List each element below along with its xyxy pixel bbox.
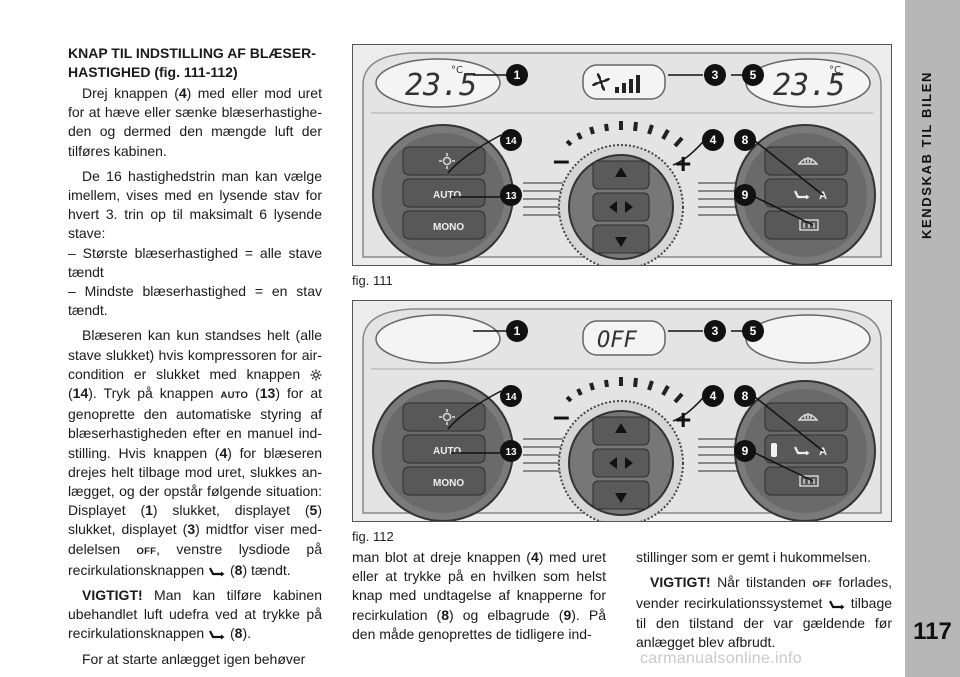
middle-text-column: man blot at dreje knappen (4) med uret e… bbox=[352, 548, 606, 644]
recirculation-icon bbox=[828, 600, 845, 610]
minus-label: – bbox=[553, 144, 570, 177]
minus-label: – bbox=[553, 400, 570, 433]
recirculation-led bbox=[771, 443, 777, 457]
auto-button-label: AUTO bbox=[433, 190, 461, 201]
figure-112-climate-panel: OFF AUTO MONO – + bbox=[352, 300, 892, 522]
left-temperature-display: 23.5 bbox=[405, 68, 477, 103]
callout-5: 5 bbox=[750, 68, 757, 82]
recirculation-icon bbox=[794, 190, 810, 200]
mono-button-label: MONO bbox=[433, 222, 464, 233]
callout-9: 9 bbox=[742, 444, 749, 458]
airflow-arrow-icon bbox=[609, 423, 633, 503]
sun-ac-icon bbox=[439, 409, 455, 425]
list-item-min: – Mindste blæserhastighed = en stav tænd… bbox=[68, 283, 322, 319]
recirculation-auto-label: A bbox=[819, 446, 827, 458]
paragraph-important: VIGTIGT! Man kan tilføre kabinen ubehand… bbox=[68, 587, 322, 642]
vent-grille-left bbox=[523, 182, 563, 216]
callout-3: 3 bbox=[712, 324, 719, 338]
callout-14: 14 bbox=[505, 136, 517, 147]
callout-13: 13 bbox=[505, 191, 517, 202]
vent-grille-right bbox=[698, 182, 738, 216]
climate-panel-illustration: 23.5 °C 23.5 °C AUTO MONO bbox=[362, 52, 882, 265]
left-text-column: KNAP TIL INDSTILLING AF BLÆSER- HASTIGHE… bbox=[68, 44, 322, 675]
paragraph-important-off: VIGTIGT! Når tilstanden OFF forlades, ve… bbox=[636, 574, 893, 650]
fan-speed-bars bbox=[615, 75, 640, 93]
windscreen-defrost-icon bbox=[797, 413, 819, 421]
fan-icon bbox=[592, 73, 610, 91]
right-unit: °C bbox=[829, 65, 841, 76]
callout-14: 14 bbox=[505, 392, 517, 403]
page-number: 117 bbox=[913, 618, 952, 645]
recirculation-icon bbox=[794, 446, 810, 456]
vent-grille-right bbox=[698, 438, 738, 472]
airflow-arrow-icon bbox=[609, 167, 633, 247]
climate-panel-off-illustration: OFF AUTO MONO – + bbox=[362, 308, 882, 521]
callout-1: 1 bbox=[514, 68, 521, 82]
callout-4: 4 bbox=[710, 133, 717, 147]
callout-13: 13 bbox=[505, 447, 517, 458]
figure-112-caption: fig. 112 bbox=[352, 529, 394, 544]
callout-1: 1 bbox=[514, 324, 521, 338]
center-off-display: OFF bbox=[597, 328, 637, 353]
list-item-max: – Største blæserhastighed = alle stave t… bbox=[68, 244, 322, 280]
paragraph-restart-continued: man blot at dreje knappen (4) med uret e… bbox=[352, 549, 606, 642]
paragraph-fan-knob: Drej knappen (4) med eller mod uret for … bbox=[68, 85, 322, 159]
recirculation-icon bbox=[209, 630, 225, 640]
recirculation-auto-label: A bbox=[819, 190, 827, 202]
paragraph-speed-steps: De 16 hastighedstrin man kan vælge imell… bbox=[68, 167, 322, 242]
paragraph-memory: stillinger som er gemt i hukommelsen. bbox=[636, 549, 871, 565]
callout-8: 8 bbox=[742, 389, 749, 403]
rear-defrost-icon bbox=[799, 219, 819, 231]
callout-3: 3 bbox=[712, 68, 719, 82]
section-tab: KENDSKAB TIL BILEN 117 bbox=[905, 0, 960, 677]
figure-111-caption: fig. 111 bbox=[352, 273, 393, 288]
left-unit: °C bbox=[451, 65, 463, 76]
auto-button-label: AUTO bbox=[433, 446, 461, 457]
fan-scale-arc bbox=[565, 377, 684, 404]
section-title: KENDSKAB TIL BILEN bbox=[919, 71, 934, 239]
right-temperature-display: 23.5 bbox=[773, 68, 845, 103]
callout-markers bbox=[500, 320, 764, 462]
callout-9: 9 bbox=[742, 188, 749, 202]
paragraph-fan-stop: Blæseren kan kun standses helt (alle sta… bbox=[68, 327, 322, 578]
fan-scale-arc bbox=[565, 121, 684, 148]
plus-label: + bbox=[675, 148, 691, 179]
figure-111-climate-panel: 23.5 °C 23.5 °C AUTO MONO bbox=[352, 44, 892, 266]
right-text-column: stillinger som er gemt i hukommelsen. VI… bbox=[636, 548, 892, 652]
mono-button-label: MONO bbox=[433, 478, 464, 489]
callout-markers bbox=[500, 64, 764, 206]
callout-5: 5 bbox=[750, 324, 757, 338]
vent-grille-left bbox=[523, 438, 563, 472]
plus-label: + bbox=[675, 404, 691, 435]
sun-ac-icon bbox=[439, 153, 455, 169]
callout-4: 4 bbox=[710, 389, 717, 403]
windscreen-defrost-icon bbox=[797, 157, 819, 165]
sun-ac-icon bbox=[310, 369, 322, 381]
recirculation-icon bbox=[209, 567, 225, 577]
watermark: carmanualsonline.info bbox=[640, 650, 802, 667]
paragraph-restart: For at starte anlægget igen behøver bbox=[82, 650, 306, 667]
section-heading: KNAP TIL INDSTILLING AF BLÆSER- HASTIGHE… bbox=[68, 45, 316, 80]
callout-8: 8 bbox=[742, 133, 749, 147]
